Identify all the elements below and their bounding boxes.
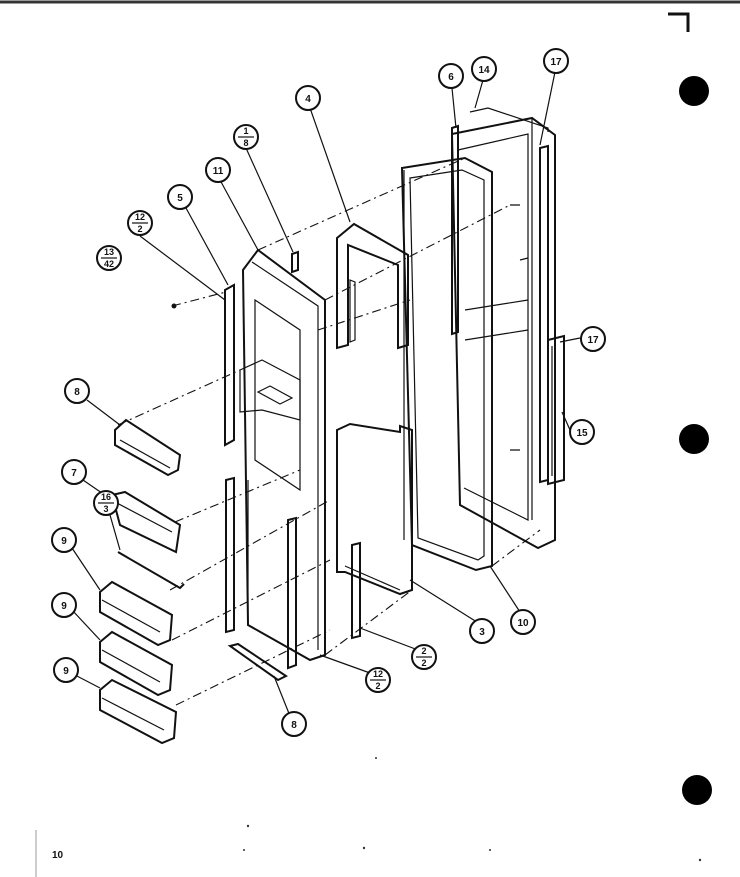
fraction-callout-1-8: 1 8 [233, 124, 259, 150]
svg-text:17: 17 [587, 335, 599, 346]
svg-text:7: 7 [71, 468, 77, 479]
corner-crop-mark [668, 12, 690, 32]
svg-text:8: 8 [291, 720, 297, 731]
rail-part-16-3 [117, 551, 185, 590]
door-liner-frame [400, 156, 493, 572]
svg-text:42: 42 [104, 259, 114, 269]
bin-part-7 [110, 490, 182, 554]
binder-hole-top [679, 76, 709, 106]
svg-text:10: 10 [517, 618, 529, 629]
shelf-part-9-bottom [99, 678, 178, 745]
inner-door-panel [336, 222, 413, 596]
svg-text:12: 12 [373, 669, 383, 679]
callout-3: 3 [469, 618, 495, 644]
svg-text:14: 14 [478, 65, 490, 76]
svg-text:15: 15 [576, 428, 588, 439]
fraction-callout-13-42: 13 42 [96, 245, 122, 271]
fraction-callout-16-3: 16 3 [93, 490, 119, 516]
rear-door-panel [450, 116, 556, 550]
fraction-callout-12-2-lower: 12 2 [365, 667, 391, 693]
svg-text:17: 17 [550, 57, 562, 68]
callout-7: 7 [61, 459, 87, 485]
callout-17-top: 17 [543, 48, 569, 74]
fraction-callout-12-2-upper: 12 2 [127, 210, 153, 236]
svg-text:9: 9 [61, 536, 67, 547]
svg-text:16: 16 [101, 492, 111, 502]
page-number: 10 [52, 850, 64, 861]
binder-hole-bottom [682, 775, 712, 805]
callout-9-top: 9 [51, 527, 77, 553]
svg-text:4: 4 [305, 94, 311, 105]
svg-text:9: 9 [63, 666, 69, 677]
part-17-strip [539, 144, 549, 484]
svg-text:2: 2 [421, 646, 426, 656]
callout-9-middle: 9 [51, 592, 77, 618]
svg-text:5: 5 [177, 193, 183, 204]
callout-17-side: 17 [580, 326, 606, 352]
part-14-strip [469, 107, 549, 132]
lower-strip-right [287, 516, 297, 670]
svg-text:2: 2 [137, 224, 142, 234]
svg-text:11: 11 [213, 166, 224, 177]
callout-8-lower: 8 [281, 711, 307, 737]
svg-text:6: 6 [448, 72, 454, 83]
callout-10: 10 [510, 609, 536, 635]
svg-text:3: 3 [479, 627, 485, 638]
binder-hole-middle [679, 424, 709, 454]
part-11-bar [291, 250, 299, 274]
part-15-strip [547, 334, 565, 486]
callout-15: 15 [569, 419, 595, 445]
callout-6: 6 [438, 63, 464, 89]
svg-text:3: 3 [103, 504, 108, 514]
callout-8-upper: 8 [64, 378, 90, 404]
callout-9-bottom: 9 [53, 657, 79, 683]
callout-14: 14 [471, 56, 497, 82]
part-8-bottom-bar [227, 642, 288, 682]
callout-11: 11 [205, 157, 231, 183]
shelf-part-9-top [99, 580, 174, 647]
svg-text:8: 8 [243, 138, 248, 148]
svg-text:8: 8 [74, 387, 80, 398]
bin-part-8 [114, 418, 182, 477]
scan-specks [243, 757, 702, 862]
svg-text:13: 13 [104, 247, 114, 257]
svg-text:1: 1 [243, 126, 248, 136]
svg-text:9: 9 [61, 601, 67, 612]
fraction-callout-2-2: 2 2 [411, 644, 437, 670]
door-strip-2-2 [351, 541, 361, 640]
lower-strip-left [225, 476, 235, 634]
svg-text:12: 12 [135, 212, 145, 222]
callout-5: 5 [167, 184, 193, 210]
callout-4: 4 [295, 85, 321, 111]
shelf-part-9-middle [99, 630, 174, 697]
part-5-strip [224, 283, 235, 447]
svg-text:2: 2 [421, 658, 426, 668]
svg-text:2: 2 [375, 681, 380, 691]
leader-lines [71, 71, 581, 717]
screw-13-42 [171, 303, 177, 309]
